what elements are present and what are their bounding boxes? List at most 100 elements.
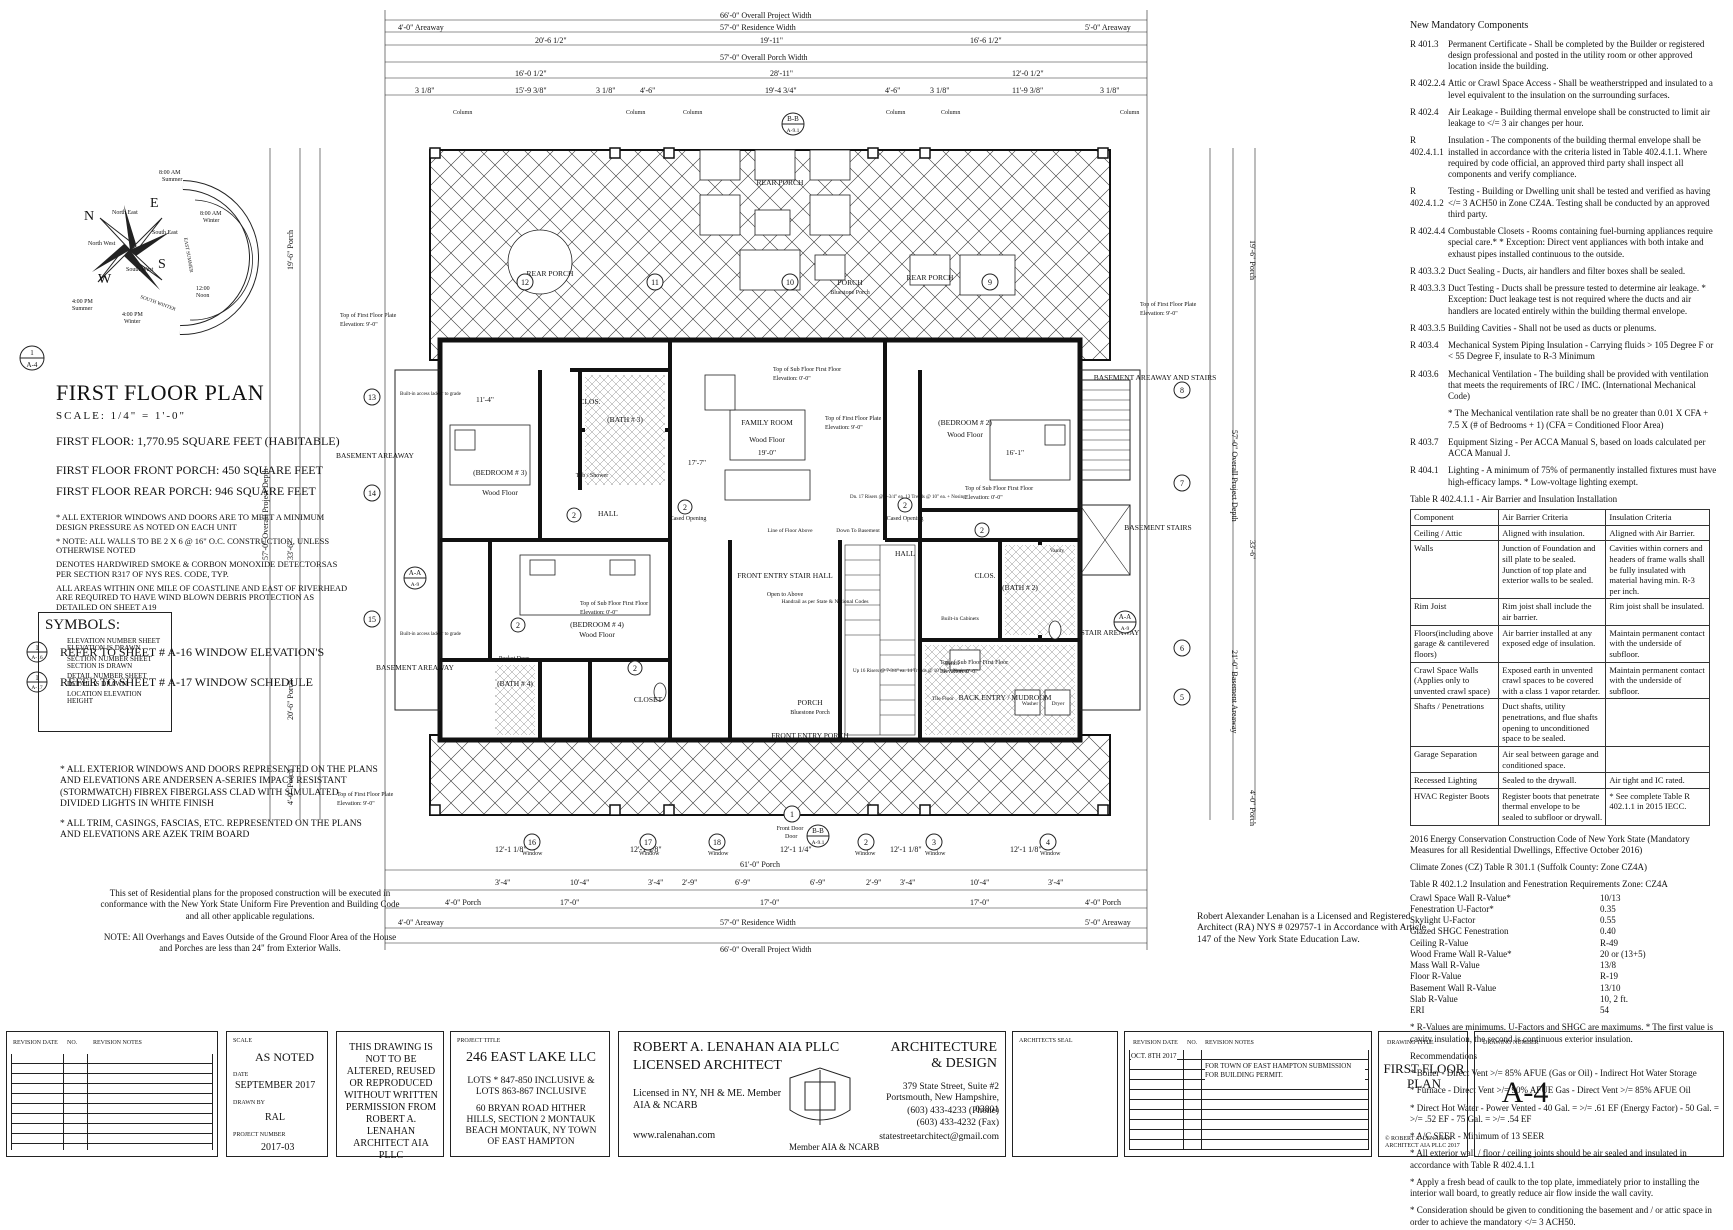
table-cell: Garage Separation [1409,745,1500,774]
table-row: Crawl Space Walls (Applies only to unven… [1409,661,1710,700]
table-cell: Aligned with Air Barrier. [1605,524,1710,542]
room-bench: Bench [945,661,959,667]
ref1-sheet: A-16 [31,655,43,661]
table-cell: Air tight and IC rated. [1605,772,1710,789]
dim-b1: 12'-1 1/8" [495,845,527,854]
note-code: R 402.4.1.2 [1410,186,1444,208]
note-code: R 402.2.4 [1410,78,1446,89]
compass-ne: North East [112,210,138,216]
table-cell: Maintain permanent contact with the unde… [1605,661,1710,700]
note-code: R 402.4.1.1 [1410,135,1444,157]
rvalue-row: Fenestration U-Factor*0.35 [1410,904,1720,915]
stairs-dn-note: Dn. 17 Risers @ 7-3/4" ea. 13 Treads @ 1… [850,495,966,500]
table-header: Component [1409,509,1500,526]
compass-west: W [98,272,112,287]
room-hall-right: HALL [895,549,915,558]
dim-overall-top: 66'-0" Overall Project Width [720,11,812,20]
symbols-title: SYMBOLS: [45,617,121,633]
date-label: DATE [233,1072,249,1078]
compass-season-4: Summer [72,306,92,312]
room-bed3-floor: Wood Floor [482,488,518,497]
section-markers: B-B A-9.1 B-B A-9.1 A-A A-9 A-A A-9 [403,112,1137,848]
tag-w11: 11 [651,278,659,287]
sheet-title-marker: 1 A-4 1 A-16 1 A-17 [19,345,48,693]
drawn-by-label: DRAWN BY [233,1100,266,1106]
room-bsmt-areaway-r: BASEMENT AREAWAY AND STAIRS [1094,373,1217,382]
compass-season-1: Summer [162,177,182,183]
rvalue-value: 0.55 [1600,915,1616,926]
drawing-number-block: DRAWING NUMBER A-4 [1474,1031,1724,1157]
room-closet: CLOSET [634,695,663,704]
table-cell [1605,698,1710,747]
room-bed4-floor: Wood Floor [579,630,615,639]
tag-w2: 2 [864,838,868,847]
compass-arc-south: SOUTH WINTER [139,295,176,313]
rvalue-label: Glazed SHGC Fenestration [1410,926,1509,937]
compass-north: N [84,209,94,224]
plan-scale: SCALE: 1/4" = 1'-0" [56,410,187,422]
egress-note-1: Built-in access ladder to grade [400,392,462,397]
rvalue-label: Ceiling R-Value [1410,937,1469,948]
subfloor-back: Top of Sub Floor First Floor [940,659,1008,666]
note-text: Building Cavities - Shall not be used as… [1448,322,1657,333]
dim-d15: 3 1/8" [1100,86,1120,95]
tag-w7: 7 [1180,479,1184,488]
rvalue-value: 10/13 [1600,892,1621,903]
section-aa-left: A-A [409,569,421,577]
tag-d1: 1 [790,810,794,819]
table-cell: Aligned with insulation. [1498,524,1607,542]
plate-elev-family: Elevation: 9'-0" [825,425,863,431]
room-rear-porch-right: REAR PORCH [907,273,954,282]
project-title-block: PROJECT TITLE 246 EAST LAKE LLC LOTS * 8… [450,1031,610,1157]
compass-sw: South West [126,267,154,273]
window-tags: 13 14 15 8 7 6 5 16 17 18 1 2 3 4 9 10 1… [363,273,1191,851]
recommendations-title: Recommendations [1410,1050,1477,1061]
bottom-notes: * ALL EXTERIOR WINDOWS AND DOORS REPRESE… [60,765,380,841]
reproduction-warning: THIS DRAWING IS NOT TO BE ALTERED, REUSE… [344,1042,438,1161]
note-walls: * NOTE: ALL WALLS TO BE 2 X 6 @ 16" O.C.… [56,535,330,556]
room-clos: CLOS. [579,397,600,406]
dim-r2: 33'-6" [1248,540,1257,559]
room-bed4: (BEDROOM # 4) [570,620,624,629]
column-label-5: Column [941,110,960,116]
rev2-row-date: OCT. 8TH 2017 [1131,1052,1177,1060]
compass-season-3: Noon [196,293,209,299]
dim-porch-61: 61'-0" Porch [740,860,780,869]
rvalue-note: * R-Values are minimums. U-Factors and S… [1410,1022,1714,1044]
table-cell: Register boots that penetrate thermal en… [1498,787,1607,826]
dim-d14: 11'-9 3/8" [1012,86,1043,95]
table-cell: Rim Joist [1409,598,1500,626]
firm-architecture-design: ARCHITECTURE & DESIGN [890,1040,997,1072]
scale-label: SCALE [233,1038,253,1044]
room-bsmt-stairs: BASEMENT STAIRS [1124,523,1191,532]
dim-d13: 3 1/8" [930,86,950,95]
room-open-above: Open to Above [767,592,804,598]
note-andersen: * ALL EXTERIOR WINDOWS AND DOORS REPRESE… [60,765,378,810]
table-header: Insulation Criteria [1605,509,1710,526]
ref2-number: 1 [35,674,39,682]
firm-licensed: Licensed in NY, NH & ME. Member AIA & NC… [633,1088,782,1111]
door-label-1: Door [785,834,797,840]
section-bb-bottom: B-B [812,827,824,835]
note-text: * The Mechanical ventilation rate shall … [1448,408,1709,430]
column-label-3: Column [683,110,702,116]
dim-areaway-right: 5'-0" Areaway [1085,23,1131,32]
table-cell: Floors(including above garage & cantilev… [1409,624,1500,663]
column-label-1: Column [453,110,472,116]
sheet-ref-number: 1 [30,349,34,357]
warning-block: THIS DRAWING IS NOT TO BE ALTERED, REUSE… [336,1031,444,1161]
first-floor-area: FIRST FLOOR: 1,770.95 SQUARE FEET (HABIT… [56,434,340,448]
tag-w15: 15 [368,615,376,624]
recommendation: * A/C SEER - Minimum of 13 SEER [1410,1131,1545,1142]
dim-d12: 4'-6" [885,86,900,95]
